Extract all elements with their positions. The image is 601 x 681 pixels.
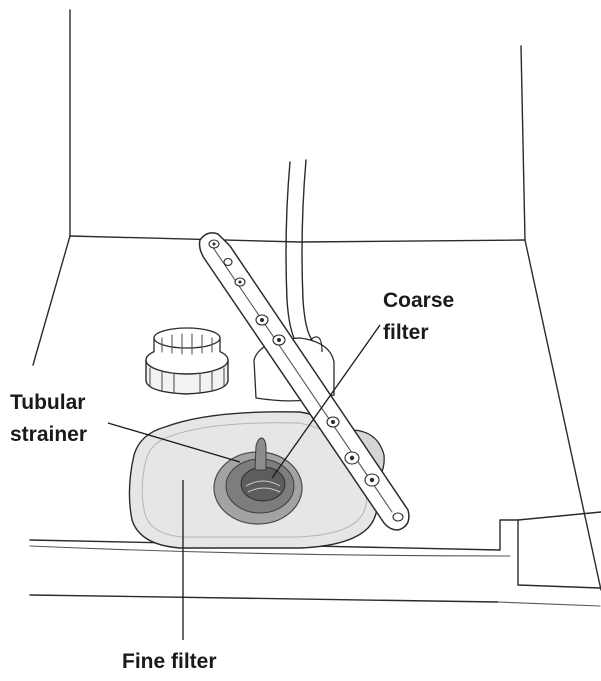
coarse-filter-leader (271, 324, 381, 479)
fine-filter-label: Fine filter (122, 650, 217, 673)
coarse-filter-handle (254, 437, 267, 471)
tub-walls (32, 9, 601, 591)
drain-hose (285, 159, 313, 343)
leader-lines (107, 324, 381, 640)
right-floor-edge (524, 239, 601, 591)
coarse-filter-label-line1: Coarse (383, 289, 454, 312)
salt-container-cap (145, 327, 229, 395)
back-right-wall-edge (520, 45, 526, 241)
coarse-filter-label-line2: filter (383, 321, 429, 344)
right-front-bracket (499, 519, 601, 589)
tubular-strainer-label-line1: Tubular (10, 391, 85, 414)
tubular-strainer-label-line2: strainer (10, 423, 87, 446)
lower-spray-arm (198, 232, 410, 531)
back-floor-edge (69, 235, 526, 243)
left-floor-edge (32, 235, 71, 366)
tubular-strainer-leader (107, 422, 241, 463)
